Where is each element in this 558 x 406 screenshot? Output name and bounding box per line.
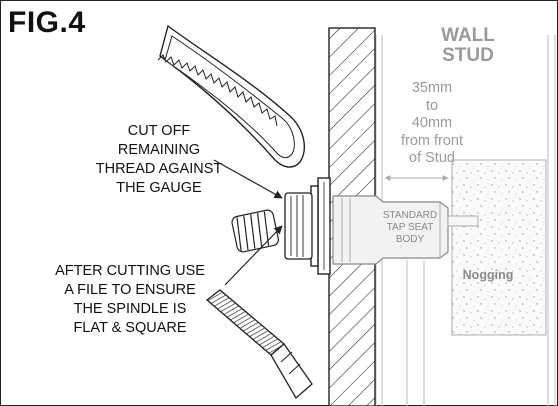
dimension-note-line: 40mm <box>411 115 453 131</box>
cut-instruction-line: THE GAUGE <box>116 180 202 196</box>
wall-stud-heading-line: STUD <box>442 45 494 66</box>
dimension-note-line: of Stud <box>409 150 455 166</box>
hacksaw <box>157 24 306 168</box>
tap-body-label-line: TAP SEAT <box>386 222 434 233</box>
file-instruction: AFTER CUTTING USE A FILE TO ENSURE THE S… <box>30 262 230 338</box>
tap-seat-body <box>332 195 479 265</box>
wall-stud-heading: WALL STUD <box>428 26 508 66</box>
wall-stud-heading-line: WALL <box>441 25 495 46</box>
file-instruction-line: AFTER CUTTING USE <box>55 263 205 279</box>
figure-title: FIG.4 <box>8 6 86 39</box>
tap-flange <box>310 177 331 275</box>
cut-spindle <box>284 192 313 260</box>
tap-body-label: STANDARD TAP SEAT BODY <box>374 210 446 246</box>
tap-body-label-line: BODY <box>395 234 425 245</box>
dimension-note-line: from front <box>400 132 464 149</box>
dimension-note-line: to <box>425 97 439 114</box>
cut-instruction-line: REMAINING <box>117 142 201 158</box>
wall-stud <box>375 35 556 406</box>
nogging-block <box>451 159 547 336</box>
cut-thread-piece <box>231 209 279 253</box>
file-instruction-line: A FILE TO ENSURE <box>64 282 196 298</box>
cut-instruction-line: THREAD AGAINST <box>95 161 223 177</box>
file-leader-arrow <box>224 225 283 286</box>
cut-instruction-line: CUT OFF <box>127 123 191 139</box>
dimension-note: 35mm to 40mm from front of Stud <box>386 80 478 168</box>
dimension-note-line: 35mm <box>411 80 453 96</box>
file-instruction-line: FLAT & SQUARE <box>73 320 187 336</box>
nogging-label: Nogging <box>462 268 514 282</box>
file-instruction-line: THE SPINDLE IS <box>73 301 187 317</box>
cut-instruction: CUT OFF REMAINING THREAD AGAINST THE GAU… <box>78 122 240 198</box>
tap-body-label-line: STANDARD <box>382 210 438 221</box>
file-tool <box>205 289 313 400</box>
cut-leader-arrow <box>213 159 283 199</box>
